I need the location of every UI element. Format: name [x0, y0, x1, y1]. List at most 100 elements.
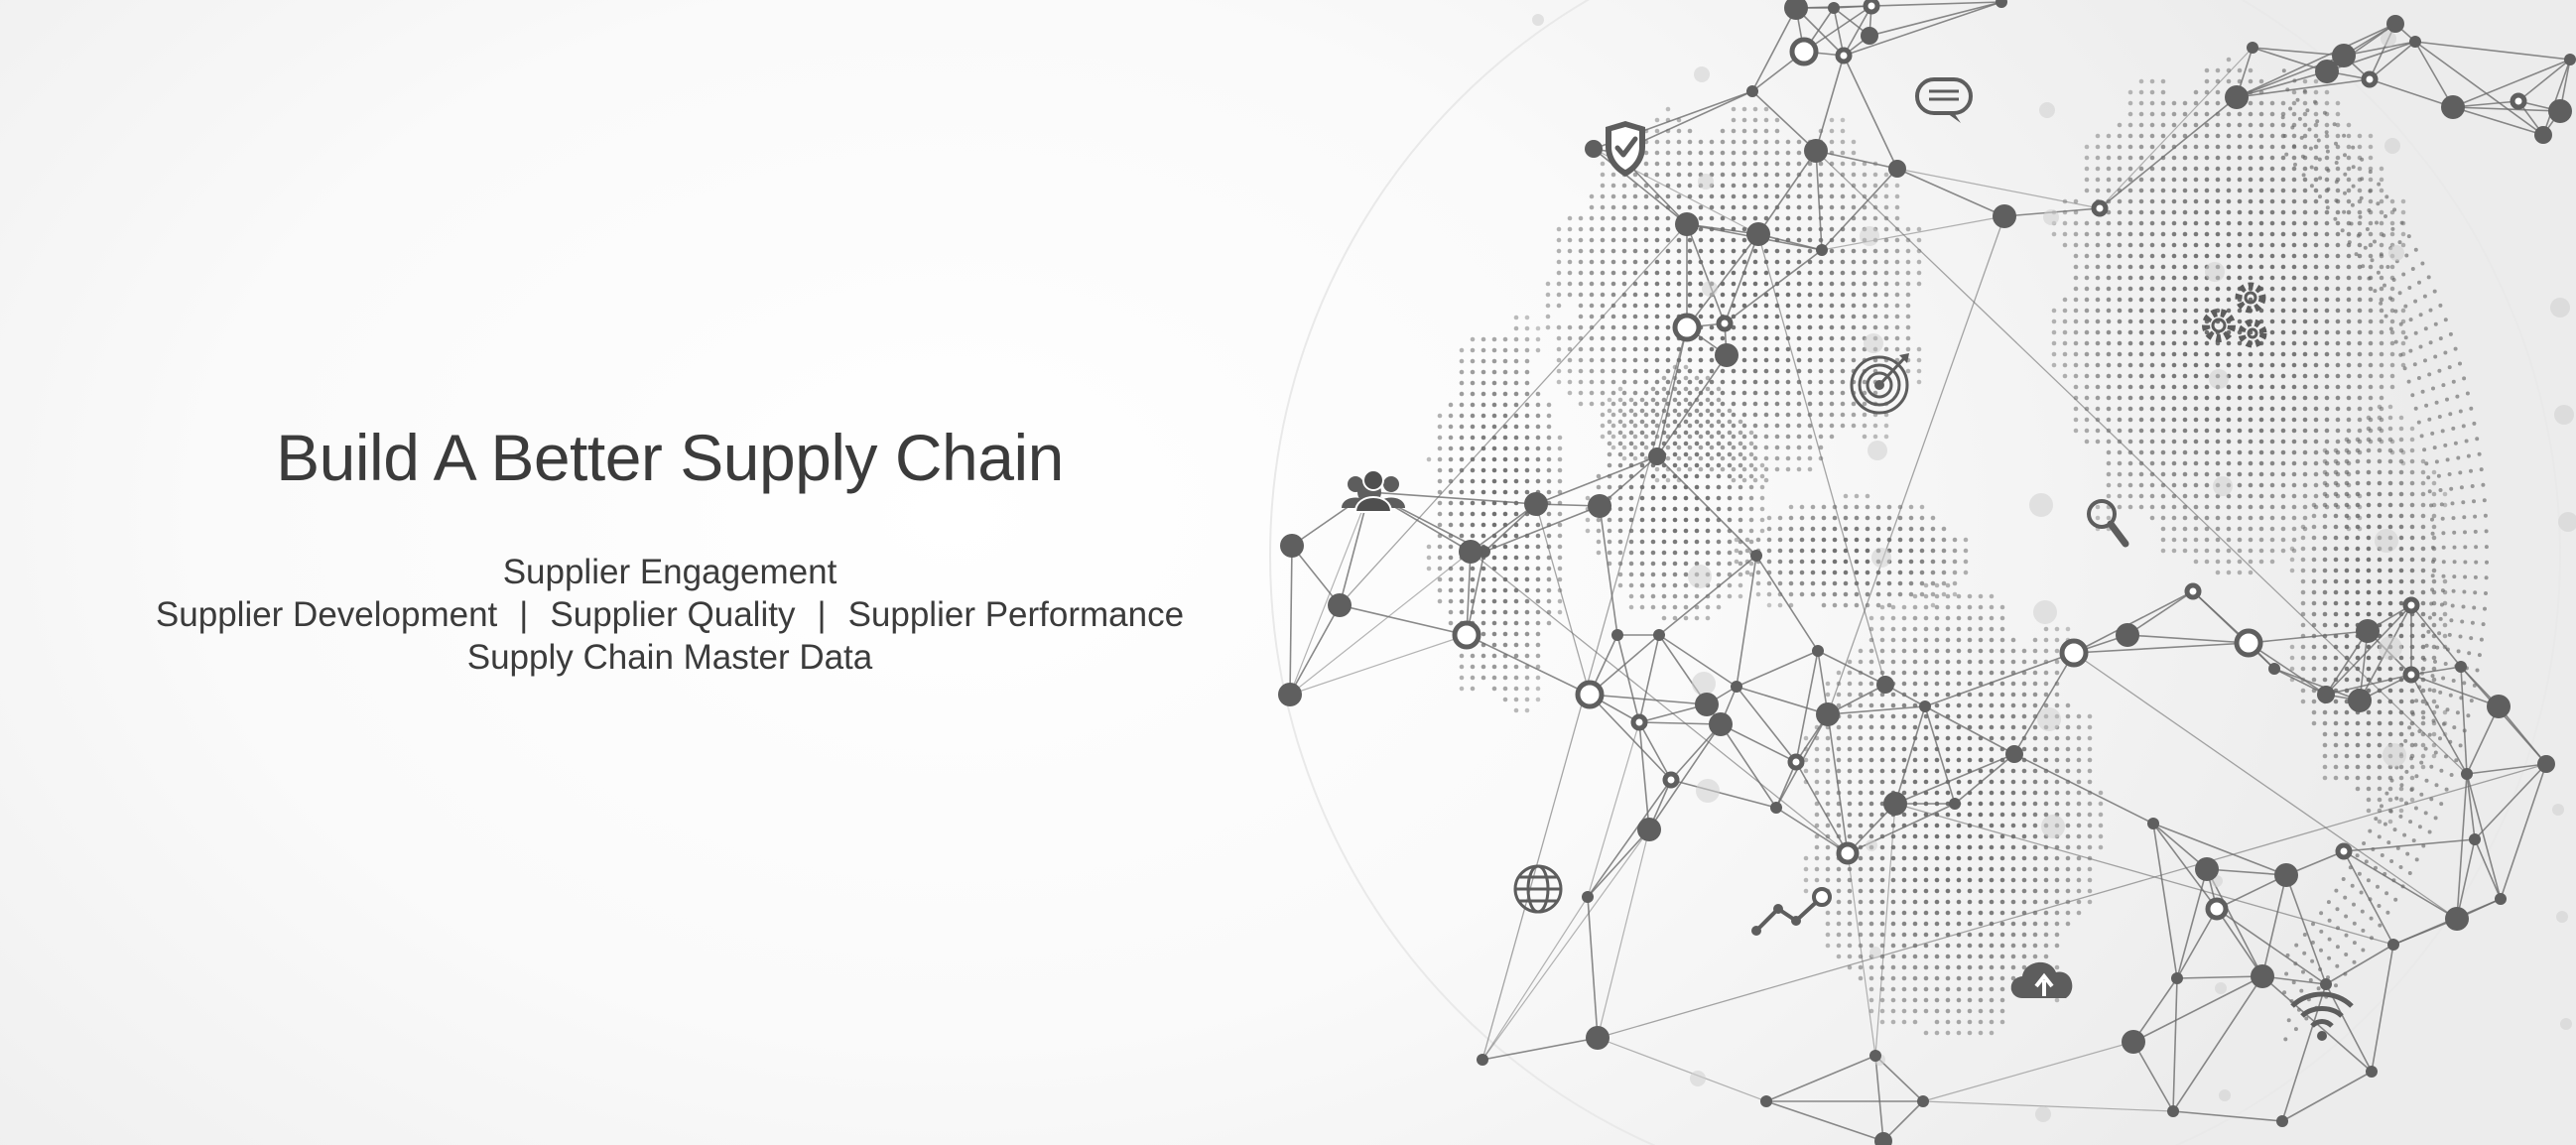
network-node	[1662, 771, 1680, 789]
network-node	[2247, 42, 2258, 54]
network-node	[1611, 629, 1623, 641]
network-node-faint	[2556, 911, 2568, 923]
network-node-faint	[2219, 1089, 2231, 1101]
network-node	[2205, 897, 2229, 921]
network-node	[2361, 70, 2379, 88]
network-node	[2455, 661, 2467, 673]
network-node-faint	[1868, 441, 1887, 460]
network-node	[1874, 1132, 1892, 1145]
network-node-faint	[1871, 548, 1891, 568]
globe-icon	[1513, 864, 1563, 914]
network-node-faint	[2037, 707, 2061, 731]
network-node	[1586, 1026, 1610, 1050]
network-node-faint	[2039, 102, 2055, 118]
network-node	[2171, 972, 2183, 984]
network-node	[1695, 693, 1719, 716]
network-node	[2366, 1066, 2378, 1078]
network-node	[2387, 939, 2399, 951]
network-node	[1760, 1095, 1772, 1107]
network-node	[1575, 680, 1605, 709]
network-node	[2167, 1105, 2179, 1117]
network-node	[1280, 534, 1304, 558]
network-node-faint	[1696, 779, 1720, 803]
network-node	[1715, 343, 1739, 367]
network-node	[2268, 663, 2280, 675]
network-node	[2441, 95, 2465, 119]
wifi-icon	[2290, 991, 2354, 1041]
world-map-dots	[1426, 57, 2489, 1042]
network-node-faint	[2383, 743, 2406, 767]
network-node	[2332, 44, 2356, 67]
tagline-separator: |	[519, 595, 529, 634]
network-node	[2091, 199, 2109, 217]
network-node-faint	[2043, 209, 2059, 225]
network-node	[2335, 842, 2353, 860]
network-node	[2445, 907, 2469, 931]
network-node	[2469, 833, 2481, 845]
hero-headline: Build A Better Supply Chain	[276, 421, 1064, 494]
network-node	[2116, 623, 2139, 647]
network-node	[2402, 596, 2420, 614]
network-node-faint	[2041, 815, 2065, 838]
network-node-faint	[1702, 281, 1718, 297]
network-node-faint	[1688, 565, 1712, 588]
network-node-faint	[2558, 512, 2576, 532]
network-node-faint	[2213, 476, 2233, 496]
network-node	[1585, 140, 1603, 158]
network-node	[2548, 99, 2572, 123]
network-node	[1812, 645, 1824, 657]
network-node	[1869, 1050, 1881, 1062]
tagline-master-data: Supply Chain Master Data	[466, 638, 873, 677]
network-node	[1816, 244, 1828, 256]
network-node	[1816, 702, 1840, 726]
tagline-line-2: Supplier Development|Supplier Quality|Su…	[0, 594, 1340, 636]
network-nodes	[1278, 0, 2576, 1145]
network-node	[2251, 964, 2274, 988]
network-node	[1828, 2, 1840, 14]
network-node-faint	[2029, 493, 2053, 517]
network-node	[1804, 139, 1828, 163]
network-node-faint	[2560, 1018, 2572, 1030]
tagline-supplier-development: Supplier Development	[155, 595, 498, 634]
network-node-faint	[2554, 405, 2574, 425]
network-node-faint	[2384, 138, 2400, 154]
network-node	[1784, 0, 1808, 20]
chat-bubble-icon	[1915, 77, 1973, 123]
network-node	[2495, 893, 2507, 905]
network-node	[2356, 619, 2380, 643]
network-node	[2386, 15, 2404, 33]
network-node-faint	[2375, 529, 2398, 553]
network-node	[1672, 313, 1702, 342]
network-node-faint	[1532, 14, 1544, 26]
network-node	[2320, 978, 2332, 990]
tagline-line-3: Supply Chain Master Data	[0, 637, 1340, 679]
network-node	[1637, 818, 1661, 841]
network-node	[1630, 713, 1648, 731]
network-node	[1524, 492, 1548, 516]
network-node-faint	[2033, 600, 2057, 624]
network-node	[1709, 712, 1733, 736]
shield-check-icon	[1606, 121, 1645, 177]
target-icon	[1850, 353, 1909, 415]
tagline-separator: |	[817, 595, 827, 634]
network-node-faint	[1860, 226, 1879, 246]
network-node-faint	[2381, 31, 2396, 47]
network-node	[1883, 792, 1907, 816]
line-chart-icon	[1751, 887, 1832, 936]
network-node	[1996, 0, 2007, 8]
network-node-faint	[2035, 1106, 2051, 1122]
network-node	[2461, 768, 2473, 780]
network-node	[1278, 683, 1302, 706]
network-node	[1746, 222, 1770, 246]
network-globe-illustration	[1240, 0, 2576, 1145]
network-node	[1328, 593, 1352, 617]
network-node	[2487, 695, 2511, 718]
network-node-faint	[1694, 66, 1710, 82]
network-node	[2225, 85, 2249, 109]
tagline-supplier-quality: Supplier Quality	[550, 595, 796, 634]
network-node	[2274, 863, 2298, 887]
network-node	[1863, 0, 1880, 15]
network-node	[2234, 628, 2263, 658]
tagline-supplier-engagement: Supplier Engagement	[502, 553, 837, 591]
